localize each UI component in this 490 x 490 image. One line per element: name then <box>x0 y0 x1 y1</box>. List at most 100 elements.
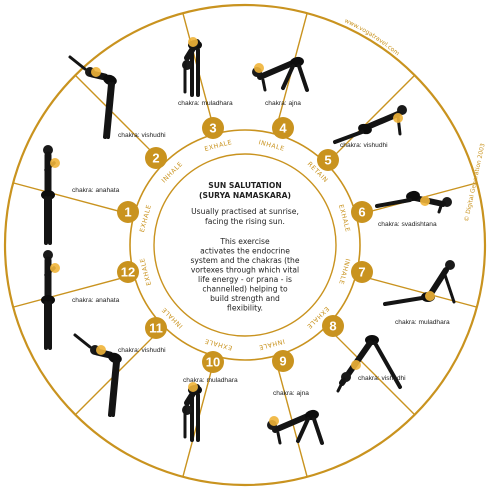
center-title: SUN SALUTATION <box>208 181 281 190</box>
sector-divider <box>274 355 308 478</box>
step-badge-circle <box>117 201 139 223</box>
site-url: www.vogatravel.com <box>343 17 400 57</box>
figure-limb <box>373 341 402 389</box>
pose-figure-3 <box>182 37 202 97</box>
pose-figure-12 <box>41 250 60 350</box>
center-line: flexibility. <box>227 304 263 313</box>
chakra-label: chakra: muladhara <box>178 100 233 107</box>
chakra-label: chakra: anahata <box>72 297 120 304</box>
figure-limb <box>297 64 309 92</box>
figure-limb <box>437 204 443 214</box>
step-badge-circle <box>202 117 224 139</box>
center-line: activates the endocrine <box>200 247 290 256</box>
center-line: build strength and <box>210 294 280 303</box>
center-line: facing the rising sun. <box>205 217 285 226</box>
figure-head <box>43 250 53 260</box>
step-badge-3: 3 <box>202 117 224 139</box>
pose-figure-1 <box>41 145 60 245</box>
chakra-point <box>393 113 403 123</box>
center-line: channelled) helping to <box>202 285 288 294</box>
sector-divider <box>12 274 135 308</box>
sector-divider <box>74 325 165 416</box>
chakra-point <box>420 196 430 206</box>
figure-limb <box>108 360 117 417</box>
step-badge-circle <box>117 261 139 283</box>
breath-word: EXHALE <box>139 204 153 233</box>
chakra-point <box>50 158 60 168</box>
figure-limb <box>383 296 424 306</box>
chakra-point <box>351 360 361 370</box>
figure-limb <box>333 130 364 144</box>
step-number: 4 <box>279 121 287 136</box>
figure-limb <box>68 55 87 71</box>
figure-head <box>43 145 53 155</box>
step-number: 2 <box>152 151 159 166</box>
outer-ring <box>3 3 487 487</box>
figure-limb <box>111 360 120 417</box>
center-line: Usually practised at sunrise, <box>191 207 299 216</box>
step-number: 3 <box>209 121 216 136</box>
center-line: system and the chakras (the <box>190 256 299 265</box>
step-number: 10 <box>206 355 220 370</box>
inner-ring <box>129 129 361 361</box>
step-badge-8: 8 <box>322 315 344 337</box>
breath-word: EXHALE <box>204 337 233 351</box>
pose-figure-5 <box>333 105 407 144</box>
chakra-label: chakra: anahata <box>72 187 120 194</box>
step-badge-12: 12 <box>117 261 139 283</box>
figure-limb <box>362 111 401 131</box>
step-badge-2: 2 <box>145 147 167 169</box>
center-line: vortexes through which vital <box>191 266 299 275</box>
pose-figure-9 <box>267 409 324 445</box>
step-number: 8 <box>329 319 336 334</box>
chakra-point <box>96 345 106 355</box>
figure-limb <box>375 198 412 208</box>
step-badge-7: 7 <box>351 261 373 283</box>
step-number: 9 <box>279 354 286 369</box>
chakra-label: chakra: vishudhi <box>340 142 388 149</box>
step-badge-1: 1 <box>117 201 139 223</box>
chakra-label: chakra: ajna <box>273 390 309 397</box>
pose-figure-6 <box>375 190 452 214</box>
sector-divider <box>355 274 478 308</box>
step-badge-circle <box>272 350 294 372</box>
step-badge-circle <box>351 261 373 283</box>
center-ring <box>153 153 337 337</box>
step-number: 11 <box>149 321 163 336</box>
chakra-point <box>188 382 198 392</box>
step-badge-circle <box>351 201 373 223</box>
step-badge-circle <box>272 117 294 139</box>
sector-divider <box>325 325 416 416</box>
chakra-label: chakra: svadishtana <box>378 221 437 228</box>
step-number: 1 <box>124 205 131 220</box>
breath-word: EXHALE <box>204 139 233 153</box>
figures <box>41 37 456 445</box>
chakra-point <box>91 67 101 77</box>
chakra-label: chakra: vishudhi <box>358 375 406 382</box>
figure-limb <box>106 82 115 139</box>
chakra-label: chakra: muladhara <box>395 319 450 326</box>
step-number: 7 <box>358 265 365 280</box>
chakra-label: chakra: vishudhi <box>118 132 166 139</box>
step-badge-circle <box>322 315 344 337</box>
breath-word: INHALE <box>258 337 286 351</box>
step-number: 5 <box>324 153 331 168</box>
figure-limb <box>336 377 346 393</box>
figure-limb <box>276 431 282 445</box>
pose-figure-11 <box>73 333 122 417</box>
pose-figure-8 <box>336 335 402 393</box>
center-line: life energy - or prana - is <box>198 275 292 284</box>
breath-word: EXHALE <box>337 204 351 233</box>
pose-figure-7 <box>383 260 456 306</box>
figure-limb <box>73 333 92 349</box>
chakra-label: chakra: muladhara <box>183 377 238 384</box>
sector-divider <box>74 74 165 165</box>
figure-limb <box>296 417 310 443</box>
step-badge-circle <box>145 317 167 339</box>
step-number: 12 <box>121 265 135 280</box>
chakra-label: chakra: ajna <box>265 100 301 107</box>
figure-limb <box>103 82 112 139</box>
chakra-point <box>425 291 435 301</box>
